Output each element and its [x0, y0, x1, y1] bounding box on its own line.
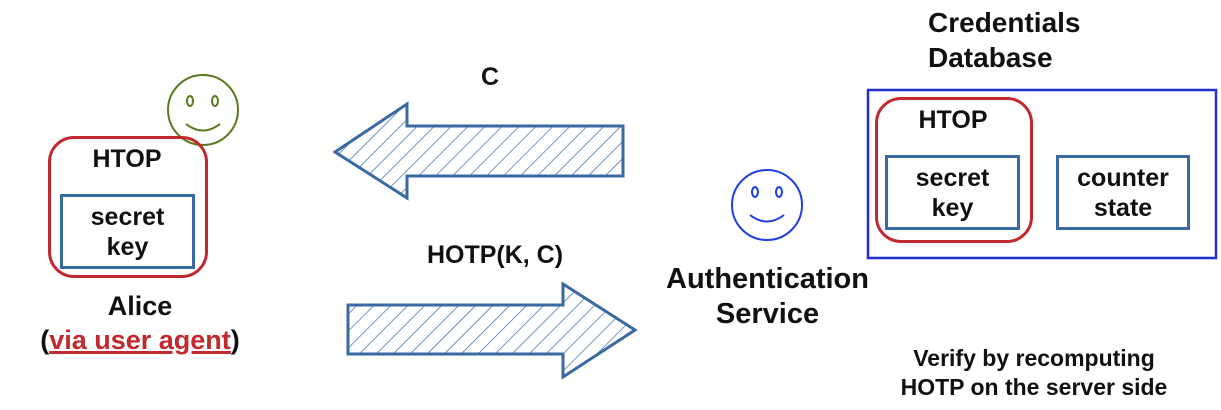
- auth-service-label-1: Authentication: [666, 263, 869, 295]
- server-htop-token: [875, 97, 1033, 243]
- alice-name: Alice: [107, 291, 173, 321]
- alice-user-agent-line: (via user agent): [20, 324, 260, 356]
- service-smiley-icon: [731, 169, 803, 241]
- server-secret-label-2: key: [931, 193, 974, 222]
- database-title-1: Credentials: [928, 7, 1081, 38]
- verify-note-1: Verify by recomputing: [913, 345, 1155, 371]
- counter-state-box: counter state: [1056, 155, 1190, 230]
- database-title-2: Database: [928, 42, 1053, 73]
- alice-secret-label-1: secret: [90, 202, 165, 231]
- challenge-label: C: [480, 63, 500, 91]
- alice-secret-key-box: secret key: [60, 194, 195, 269]
- server-secret-key-box: secret key: [885, 155, 1020, 230]
- response-label: HOTP(K, C): [426, 241, 564, 269]
- auth-service-label-2: Service: [715, 298, 820, 330]
- response-arrow-right: [346, 281, 638, 380]
- via-user-agent-link[interactable]: via user agent: [49, 325, 231, 355]
- paren-open: (: [40, 325, 50, 355]
- paren-close: ): [230, 325, 240, 355]
- counter-label-2: state: [1093, 193, 1153, 222]
- credentials-database-box: [866, 88, 1218, 260]
- alice-smiley-icon: [167, 74, 239, 146]
- alice-htop-token: [48, 136, 208, 278]
- server-secret-label-1: secret: [915, 163, 990, 192]
- counter-label-1: counter: [1077, 163, 1169, 192]
- alice-htop-label: HTOP: [92, 145, 162, 173]
- server-htop-label: HTOP: [918, 106, 988, 134]
- challenge-arrow-left: [332, 101, 625, 201]
- verify-note-2: HOTP on the server side: [900, 374, 1168, 400]
- alice-secret-label-2: key: [106, 232, 149, 261]
